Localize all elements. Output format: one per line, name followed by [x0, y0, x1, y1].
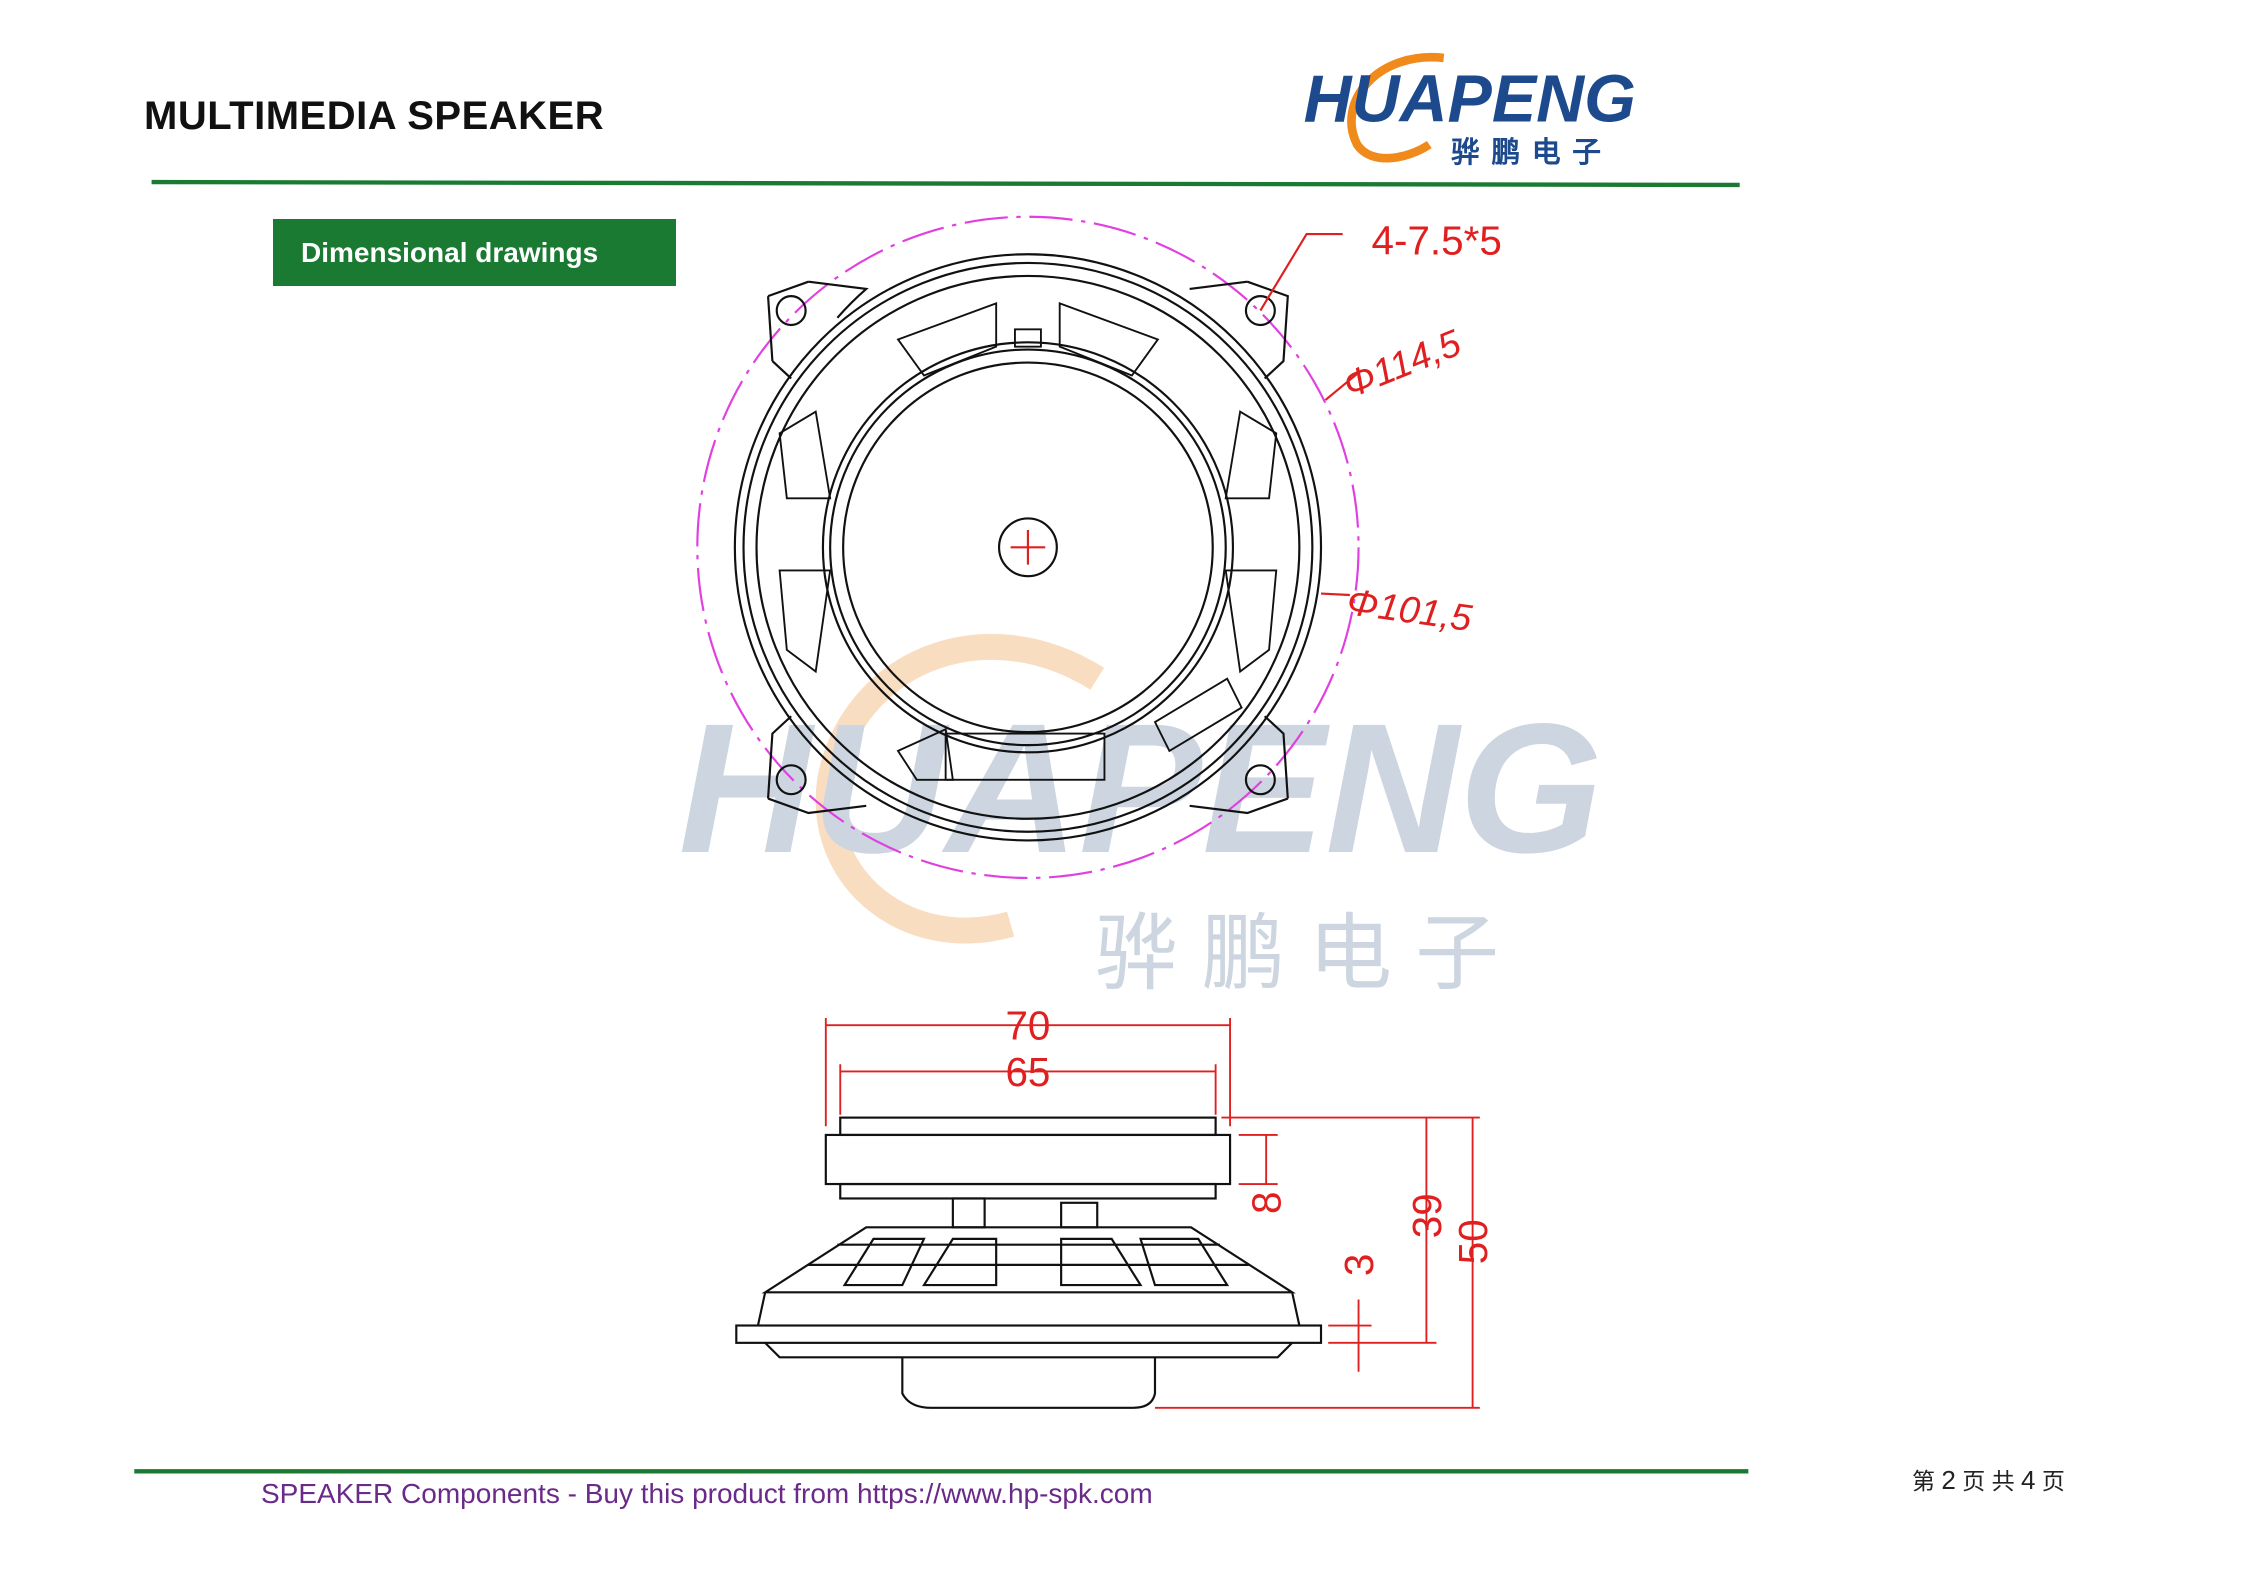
section-header: Dimensional drawings [273, 219, 676, 286]
frame-dia-label: Φ101,5 [1344, 580, 1474, 639]
page-current: 2 [1941, 1465, 1956, 1495]
dim-39: 39 [1404, 1193, 1450, 1238]
page-prefix: 第 [1912, 1468, 1935, 1494]
side-view-dimensions: 70 65 8 3 39 50 [824, 1003, 1496, 1409]
dim-3: 3 [1336, 1254, 1382, 1276]
dim-50: 50 [1450, 1219, 1496, 1264]
dim-70: 70 [1005, 1003, 1050, 1049]
page-mid: 页 共 [1962, 1468, 2015, 1494]
logo-cn: 骅鹏电子 [1451, 137, 1613, 169]
page-total: 4 [2021, 1465, 2036, 1495]
outer-dia-label: Φ114,5 [1337, 321, 1466, 406]
page-suffix: 页 [2041, 1468, 2065, 1494]
dim-8: 8 [1244, 1192, 1290, 1214]
huapeng-logo: HUAPENG 骅鹏电子 [1304, 52, 1636, 169]
speaker-side-view [735, 1116, 1323, 1409]
footer-text: SPEAKER Components - Buy this product fr… [261, 1478, 1153, 1509]
page-title: MULTIMEDIA SPEAKER [144, 94, 605, 138]
outer-dia-circle [696, 215, 1360, 880]
dim-65: 65 [1005, 1049, 1050, 1095]
logo-text: HUAPENG [1304, 62, 1636, 136]
speaker-top-view [696, 215, 1360, 880]
header-divider [151, 179, 1740, 188]
watermark: HUAPENG 骅 鹏 电 子 [679, 633, 1603, 1000]
watermark-cn: 骅 鹏 电 子 [1094, 906, 1499, 1000]
holes-label: 4-7.5*5 [1372, 217, 1502, 263]
page-number: 第 2 页 共 4 页 [1912, 1462, 2065, 1496]
